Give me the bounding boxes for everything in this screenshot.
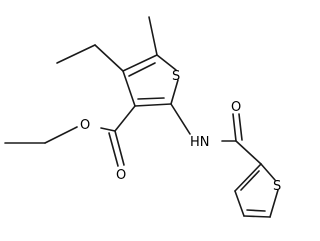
molecule-svg: S O O HN O S (4, 16, 281, 218)
structure-drawing: S O O HN O S (4, 16, 281, 218)
bond-carbonyl-c-thienyl (235, 140, 262, 165)
atom-label-nh: HN (190, 135, 210, 150)
bond-tc4-tc3 (234, 190, 245, 217)
bond-c5-s1 (156, 54, 177, 71)
bond-tc3-tc2 (234, 163, 262, 192)
bond-c3-carbonyl-c (114, 105, 136, 132)
bond-amide-double-o-a (232, 113, 237, 142)
atom-label-s-main: S (172, 69, 180, 84)
amide-group (170, 103, 262, 165)
atom-label-o-amide-carbonyl: O (231, 100, 241, 115)
bond-tc2-s (260, 163, 276, 181)
thiophene-ring-amide (234, 163, 279, 218)
bond-c3-c4 (122, 70, 136, 107)
atom-label-o-ether: O (80, 118, 90, 133)
bond-tc5-tc4 (243, 215, 271, 218)
bond-c4-c5-inner (128, 62, 156, 77)
bond-s1-c2 (170, 79, 179, 105)
bond-s-tc5 (269, 189, 279, 218)
bond-c4-ch2 (94, 44, 124, 72)
bond-ch2-ch3 (56, 44, 96, 64)
bond-ether-o-ch2 (44, 126, 78, 144)
thiophene-ring-main (122, 54, 179, 107)
bond-c5-methyl (148, 16, 158, 56)
bond-tc5-tc4-inner (246, 209, 266, 212)
bond-c2-n (170, 103, 191, 135)
bond-carbonyl-c-ether-o (100, 127, 116, 132)
atom-label-o-ester-carbonyl: O (116, 168, 126, 183)
atom-label-s-amide: S (273, 179, 281, 194)
ethyl-ester-group (4, 105, 136, 167)
bond-c2-c3 (134, 103, 172, 107)
bond-ester-double-o-a (114, 130, 125, 166)
ethyl-group (56, 44, 124, 72)
bond-tc3-tc2-inner (240, 170, 260, 191)
bond-c4-c5 (122, 54, 158, 72)
bond-ester-double-o-b (108, 132, 119, 167)
bond-c2-c3-inner (137, 97, 165, 100)
bond-amide-double-o-b (238, 113, 243, 141)
